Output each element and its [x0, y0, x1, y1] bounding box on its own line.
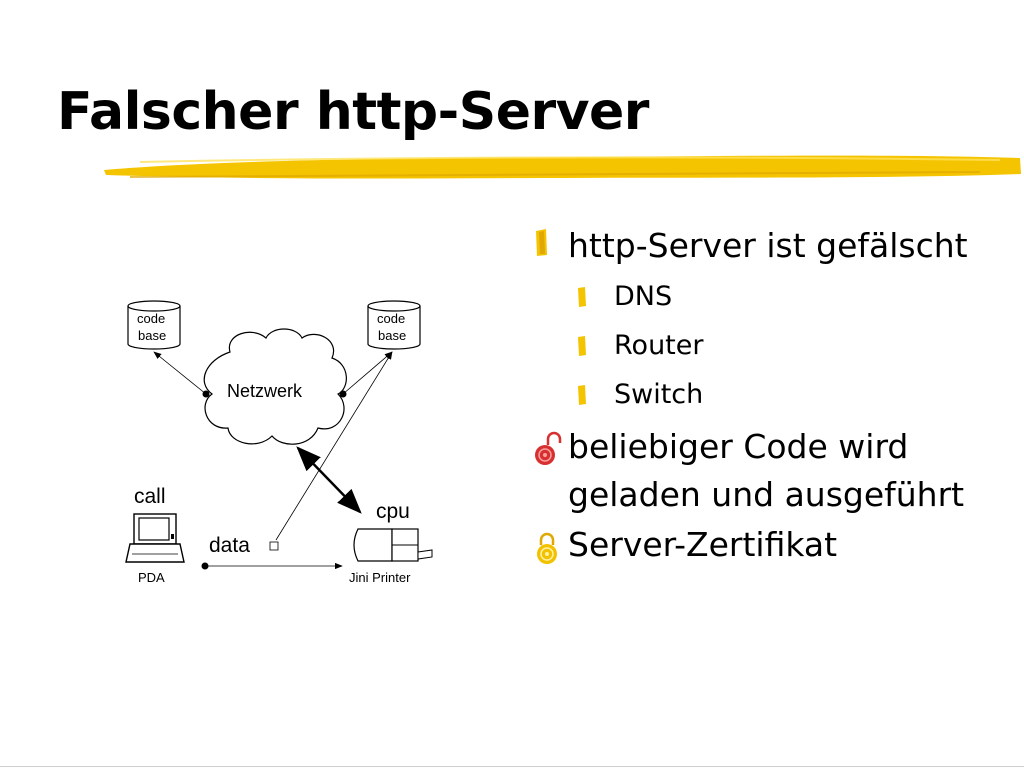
jini-printer-icon — [353, 528, 433, 562]
yellow-bar-bullet-icon — [578, 336, 586, 356]
codebase-left-cylinder — [127, 300, 181, 350]
cloud-connector-dot-right — [339, 390, 347, 398]
codebase-left-label-line1: code — [137, 311, 166, 326]
yellow-bar-bullet-icon — [578, 287, 586, 307]
bullet-text: http-Server ist gefälscht — [568, 226, 968, 265]
sub-bullet-text: Switch — [614, 379, 704, 410]
arrow-data-to-codebase — [275, 351, 393, 541]
printer-label: Jini Printer — [349, 570, 411, 585]
cloud-connector-dot-left — [202, 390, 210, 398]
pda-label: PDA — [138, 570, 165, 585]
codebase-left-label-line2: base — [138, 328, 167, 343]
network-label: Netzwerk — [227, 381, 303, 401]
sub-bullet-item: DNS — [530, 272, 1010, 321]
bullet-text: beliebiger Code wird geladen und ausgefü… — [568, 427, 965, 514]
sub-bullet-text: Router — [614, 330, 704, 361]
red-open-padlock-icon — [535, 431, 562, 465]
yellow-bar-bullet-icon — [536, 229, 547, 256]
sub-bullet-text: DNS — [614, 281, 673, 312]
bullet-item: Server-Zertifikat — [530, 521, 1010, 569]
bullet-item: http-Server ist gefälscht — [530, 222, 1010, 270]
footer-divider — [0, 766, 1024, 767]
codebase-right-label-line2: base — [378, 328, 407, 343]
call-label: call — [134, 485, 166, 508]
arrow-cloud-to-codebase-right — [342, 351, 393, 395]
data-label: data — [209, 534, 250, 557]
network-cloud — [203, 328, 347, 445]
cpu-label: cpu — [376, 500, 410, 523]
slide-title: Falscher http-Server — [57, 82, 649, 142]
bullet-item: beliebiger Code wird geladen und ausgefü… — [530, 423, 1010, 519]
yellow-bar-bullet-icon — [578, 385, 586, 405]
yellow-closed-padlock-icon — [537, 532, 557, 564]
data-square — [269, 541, 279, 551]
pda-computer-icon — [125, 513, 185, 563]
sub-bullet-item: Switch — [530, 370, 1010, 419]
title-highlighter-stroke — [104, 155, 1021, 179]
codebase-right-cylinder — [367, 300, 421, 350]
arrow-cloud-to-printer — [296, 446, 362, 514]
arrow-cloud-to-codebase-left — [153, 351, 207, 395]
sub-bullet-item: Router — [530, 321, 1010, 370]
codebase-right-label-line1: code — [377, 311, 406, 326]
bullet-list: http-Server ist gefälscht DNS Router Swi… — [530, 222, 1010, 571]
bullet-text: Server-Zertifikat — [568, 525, 838, 564]
